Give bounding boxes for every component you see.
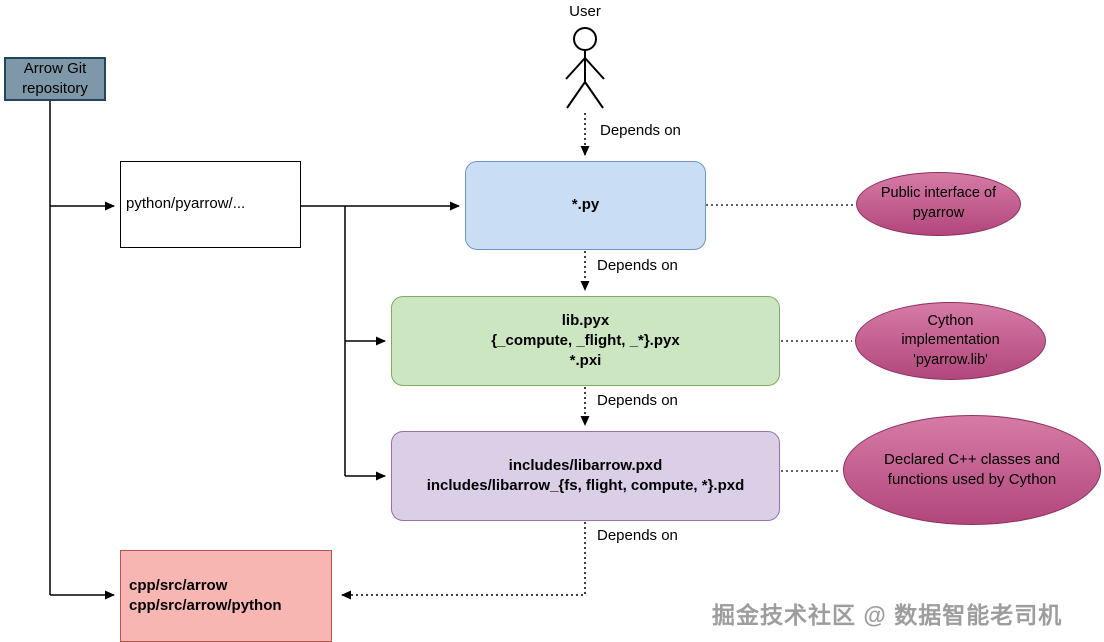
includes-libarrow-node: includes/libarrow.pxd includes/libarrow_…: [391, 431, 780, 521]
ellipse-public-interface-label: Public interface of pyarrow: [880, 185, 997, 221]
user-label: User: [569, 3, 601, 20]
includes-line-2: includes/libarrow_{fs, flight, compute, …: [426, 477, 745, 494]
depends-on-label-user-py: Depends on: [600, 122, 681, 139]
py-files-node: *.py: [465, 161, 706, 250]
ellipse-declared-cpp-classes-label: Declared C++ classes and functions used …: [884, 450, 1060, 488]
lib-pyx-line-1: lib.pyx: [561, 311, 610, 329]
pyarrow-branch-connectors: [301, 201, 460, 481]
arrow-git-repository-label: Arrow Git repository: [22, 59, 88, 97]
depends-on-label-includes-cpp: Depends on: [597, 527, 678, 544]
python-pyarrow-node: python/pyarrow/...: [120, 161, 301, 248]
cpp-src-arrow-node: cpp/src/arrow cpp/src/arrow/python: [120, 550, 332, 642]
ellipse-declared-cpp-classes: Declared C++ classes and functions used …: [843, 415, 1101, 525]
cpp-line-2: cpp/src/arrow/python: [129, 597, 282, 614]
depends-on-label-py-lib: Depends on: [597, 257, 678, 274]
cpp-line-1: cpp/src/arrow: [129, 576, 228, 594]
includes-line-1: includes/libarrow.pxd: [508, 456, 663, 474]
lib-pyx-line-2: {_compute, _flight, _*}.pyx: [491, 331, 680, 349]
lib-pyx-node: lib.pyx {_compute, _flight, _*}.pyx *.px…: [391, 296, 780, 386]
annotation-connectors: [706, 204, 853, 472]
python-pyarrow-label: python/pyarrow/...: [126, 195, 246, 213]
py-files-label: *.py: [571, 196, 600, 214]
arrow-git-repository-node: Arrow Git repository: [4, 57, 106, 101]
ellipse-public-interface: Public interface of pyarrow: [856, 172, 1021, 236]
watermark-text: 掘金技术社区 @ 数据智能老司机: [712, 602, 1063, 628]
user-icon: [565, 27, 605, 109]
ellipse-cython-implementation: Cython implementation 'pyarrow.lib': [855, 302, 1046, 380]
depends-on-arrows: [341, 113, 590, 600]
depends-on-label-lib-includes: Depends on: [597, 392, 678, 409]
ellipse-cython-implementation-label: Cython implementation 'pyarrow.lib': [901, 312, 1000, 368]
git-repo-connectors: [49, 101, 115, 600]
lib-pyx-line-3: *.pxi: [569, 352, 602, 370]
